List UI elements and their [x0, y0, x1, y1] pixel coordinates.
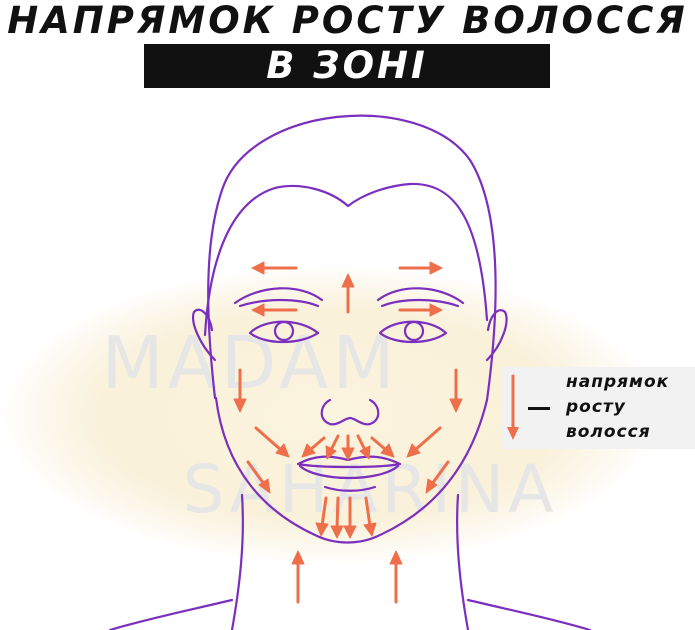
arrow-cheek-right [449, 368, 463, 413]
watermark-line-1: MADAM [102, 321, 399, 405]
arrow-chin-2 [330, 496, 344, 539]
arrow-moustache-left-inner [325, 434, 340, 460]
legend-label: напрямок росту волосся [566, 370, 694, 445]
right-brow-lower [380, 298, 460, 308]
legend-line-1: напрямок [566, 372, 670, 392]
arrow-cheek-diag-right [406, 426, 442, 458]
jawline [214, 396, 489, 544]
arrow-moustache-right-inner [356, 434, 371, 460]
arrow-forehead-left [251, 261, 298, 275]
watermark-ellipse [0, 265, 660, 565]
arrow-forehead-right [398, 261, 443, 275]
left-brow-lower [238, 298, 320, 308]
left-brow [233, 287, 324, 305]
chin-line [323, 485, 377, 492]
title-line-1: НАПРЯМОК РОСТУ ВОЛОССЯ [7, 0, 688, 42]
right-eye [378, 320, 448, 343]
legend-dash [528, 407, 550, 410]
right-iris [403, 320, 425, 342]
head-outline [207, 114, 497, 402]
arrow-neck-left [291, 550, 305, 604]
growth-arrows [233, 261, 463, 604]
right-ear [485, 309, 508, 362]
arrow-forehead-center [341, 273, 355, 314]
arrow-chin-4 [363, 496, 377, 537]
arrow-chin-3 [343, 496, 357, 539]
upper-lip [296, 455, 402, 469]
nose [320, 398, 380, 426]
shoulder-left [108, 598, 234, 630]
arrow-cheek-diag-left [254, 426, 290, 458]
arrow-brow-right [398, 303, 443, 317]
arrow-jaw-right [425, 460, 450, 494]
shoulder-right [466, 598, 592, 630]
title-line-2: В ЗОНІ ОБЛИЧЧЯ [231, 44, 463, 131]
arrow-neck-right [389, 550, 403, 604]
left-ear [192, 308, 217, 362]
arrow-moustache-left [301, 436, 326, 458]
arrow-brow-left [251, 303, 298, 317]
arrow-moustache-center [341, 434, 355, 461]
arrow-cheek-left [233, 368, 247, 413]
title-banner: В ЗОНІ ОБЛИЧЧЯ [144, 44, 550, 131]
lower-lip [298, 464, 400, 480]
left-eye [248, 320, 320, 343]
legend-line-2: росту [566, 397, 626, 417]
arrow-chin-1 [315, 496, 329, 537]
neck-left [230, 493, 244, 630]
arrow-jaw-left [246, 460, 271, 494]
face-outline [108, 114, 592, 630]
left-iris [273, 320, 295, 342]
hairline [203, 182, 489, 337]
legend-arrow-icon [507, 374, 519, 440]
neck-right [456, 493, 470, 630]
arrow-moustache-right [370, 436, 395, 458]
right-brow [376, 287, 465, 305]
legend-line-3: волосся [566, 422, 651, 442]
